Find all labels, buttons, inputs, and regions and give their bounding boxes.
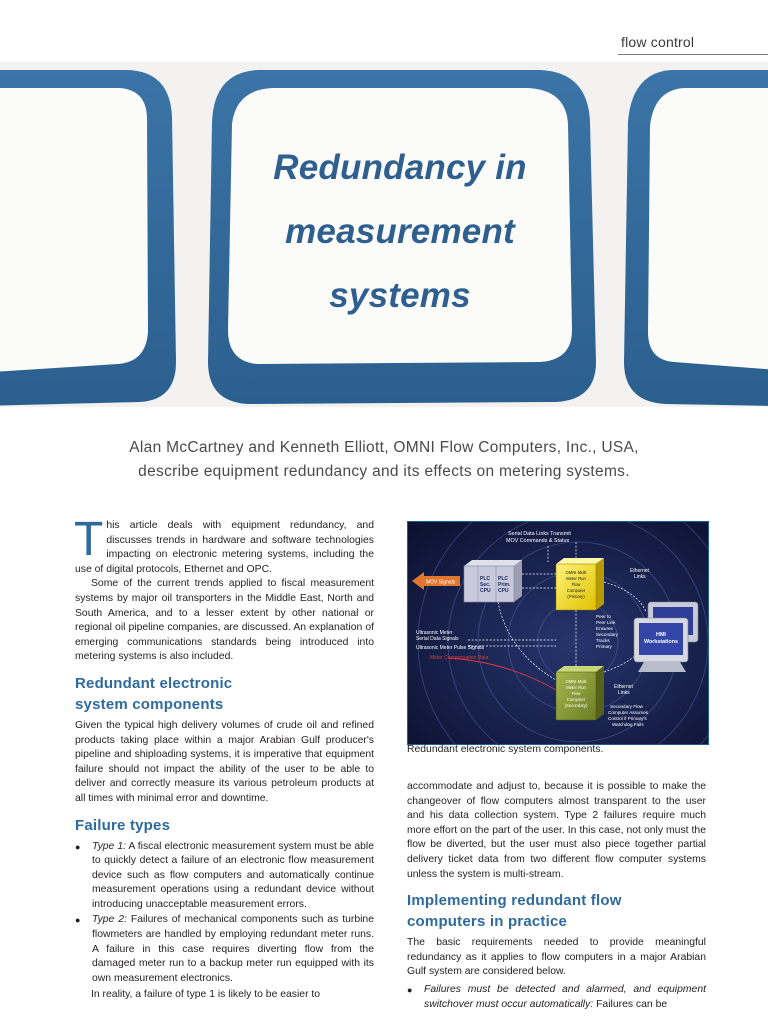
- title-line-1: Redundancy in: [273, 148, 527, 187]
- label-red-line: Meter Compensation Data: [430, 655, 489, 661]
- bullet-3-italic: Failures must be detected and alarmed, a…: [424, 983, 706, 1010]
- svg-text:HMI: HMI: [656, 632, 666, 638]
- svg-text:Computer Assumes: Computer Assumes: [608, 710, 649, 715]
- svg-text:Primary: Primary: [596, 644, 613, 649]
- svg-text:OMNI Multi: OMNI Multi: [566, 679, 587, 684]
- label-us-serial-1: Ultrasonic Meter: [416, 630, 453, 636]
- svg-text:OMNI Multi: OMNI Multi: [566, 570, 587, 575]
- redundancy-diagram: Serial Data Links Transmit MOV Commands …: [408, 522, 708, 744]
- svg-text:PLC: PLC: [498, 576, 508, 582]
- bullet-2-text: Failures of mechanical components such a…: [92, 914, 374, 984]
- byline-line-1: Alan McCartney and Kenneth Elliott, OMNI…: [129, 439, 639, 456]
- svg-text:Flow: Flow: [572, 691, 582, 696]
- center-monitor-frame: [208, 70, 596, 404]
- label-ethernet-1: Ethernet: [630, 568, 650, 574]
- bullet-3-text: Failures can be: [593, 998, 668, 1010]
- peer-link-label: Peer to Peer Link Ensures Secondary Trac…: [596, 614, 619, 649]
- title-line-3: systems: [329, 276, 471, 315]
- heading-1-line-2: system components: [75, 695, 224, 713]
- svg-text:Watchdog Fails: Watchdog Fails: [612, 722, 644, 727]
- svg-text:Meter Run: Meter Run: [566, 685, 586, 690]
- bullet-1-text: A fiscal electronic measurement system m…: [92, 840, 374, 910]
- drop-cap: T: [74, 513, 104, 566]
- label-ethernet-2: Links: [634, 574, 646, 580]
- label-us-serial-2: Serial Data Signals: [416, 636, 459, 642]
- bullet-2-label: Type 2:: [92, 914, 127, 926]
- heading-1-line-1: Redundant electronic: [75, 674, 233, 692]
- section-rule: [618, 54, 768, 55]
- svg-text:Meter Run: Meter Run: [566, 576, 586, 581]
- label-serial-links: Serial Data Links Transmit: [508, 531, 571, 537]
- svg-text:Prim.: Prim.: [498, 582, 511, 588]
- svg-text:CPU: CPU: [498, 588, 509, 594]
- svg-text:Workstations: Workstations: [644, 639, 678, 645]
- mov-signals-arrow: MOV Signals: [412, 572, 460, 590]
- paragraph-2: Some of the current trends applied to fi…: [75, 578, 374, 663]
- svg-text:Computer: Computer: [567, 697, 586, 702]
- svg-text:Computer: Computer: [567, 588, 586, 593]
- svg-text:(Secondary): (Secondary): [565, 703, 588, 708]
- heading-3-line-2: computers in practice: [407, 913, 568, 931]
- failure-types-list: Type 1: A fiscal electronic measurement …: [75, 840, 374, 987]
- byline-line-2: describe equipment redundancy and its ef…: [138, 463, 630, 480]
- paragraph-6: The basic requirements needed to provide…: [407, 937, 706, 978]
- plc-box: PLC Sec. CPU PLC Prim. CPU: [463, 560, 522, 603]
- svg-text:Sec.: Sec.: [480, 582, 491, 588]
- byline: Alan McCartney and Kenneth Elliott, OMNI…: [0, 436, 768, 484]
- left-monitor-frame: [0, 70, 176, 406]
- svg-text:Flow: Flow: [572, 582, 582, 587]
- primary-flow-computer: OMNI Multi Meter Run Flow Computer (Prim…: [555, 558, 604, 611]
- figure-caption: Redundant electronic system components.: [407, 744, 604, 755]
- svg-text:(Primary): (Primary): [567, 594, 585, 599]
- svg-text:Peer Link: Peer Link: [596, 620, 616, 625]
- title-banner: Redundancy in measurement systems: [0, 62, 768, 407]
- heading-failure-types: Failure types: [75, 816, 171, 834]
- label-ethernet-lower-1: Ethernet: [614, 684, 634, 690]
- title-line-2: measurement: [285, 212, 515, 251]
- section-label: flow control: [621, 34, 695, 50]
- label-us-pulse: Ultrasonic Meter Pulse Signals: [416, 645, 485, 651]
- requirements-list: Failures must be detected and alarmed, a…: [407, 983, 706, 1012]
- svg-text:MOV Signals: MOV Signals: [426, 580, 456, 586]
- svg-text:Secondary: Secondary: [596, 632, 619, 637]
- label-mov-commands: MOV Commands & Status: [506, 538, 570, 544]
- list-item: Type 2: Failures of mechanical component…: [75, 913, 374, 986]
- heading-implementing: Implementing redundant flow computers in…: [407, 890, 706, 932]
- label-ethernet-lower-2: Links: [618, 690, 630, 696]
- secondary-flow-computer: OMNI Multi Meter Run Flow Computer (Seco…: [555, 666, 604, 721]
- monitor-frames-graphic: [0, 70, 768, 406]
- heading-3-line-1: Implementing redundant flow: [407, 892, 622, 910]
- svg-text:CPU: CPU: [480, 588, 491, 594]
- bullet-1-label: Type 1:: [92, 840, 126, 852]
- svg-text:Ensures: Ensures: [596, 626, 614, 631]
- intro-text: his article deals with equipment redunda…: [75, 520, 374, 575]
- paragraph-3: Given the typical high delivery volumes …: [75, 719, 374, 804]
- svg-text:Secondary Flow: Secondary Flow: [610, 704, 644, 709]
- svg-text:PLC: PLC: [480, 576, 490, 582]
- list-item: Type 1: A fiscal electronic measurement …: [75, 840, 374, 913]
- right-column: accommodate and adjust to, because it is…: [407, 780, 706, 1013]
- list-item: Failures must be detected and alarmed, a…: [407, 983, 706, 1012]
- svg-text:Control if Primary's: Control if Primary's: [608, 716, 647, 721]
- heading-redundant-components: Redundant electronic system components: [75, 673, 374, 715]
- paragraph-4: In reality, a failure of type 1 is likel…: [91, 989, 321, 1001]
- svg-text:Peer to: Peer to: [596, 614, 611, 619]
- data-links: [468, 542, 647, 681]
- article-title: Redundancy in measurement systems: [230, 136, 570, 328]
- svg-text:Tracks: Tracks: [596, 638, 610, 643]
- system-diagram-figure: Serial Data Links Transmit MOV Commands …: [407, 521, 709, 745]
- paragraph-5: accommodate and adjust to, because it is…: [407, 781, 706, 880]
- secondary-takeover-label: Secondary Flow Computer Assumes Control …: [608, 704, 649, 727]
- right-monitor-frame: [624, 70, 768, 406]
- hmi-workstations: HMI Workstations: [633, 601, 699, 672]
